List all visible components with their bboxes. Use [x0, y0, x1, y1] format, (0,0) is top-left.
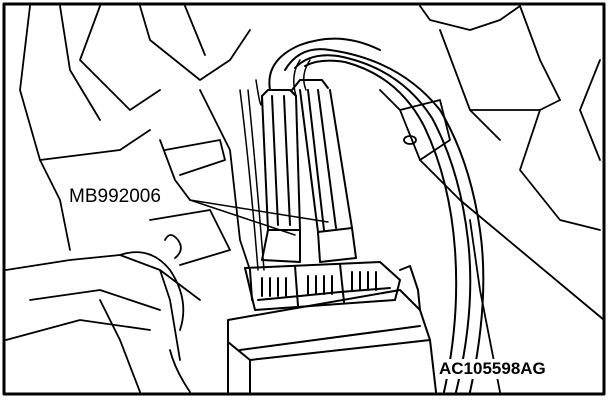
- probe-harness-right: [291, 79, 357, 263]
- ecu-housing: [227, 265, 437, 393]
- callout-label: MB992006: [68, 186, 162, 208]
- leader-to-right-probe: [189, 199, 329, 223]
- figure-border: [2, 2, 606, 396]
- wire-harness: [268, 37, 485, 393]
- leader-to-left-probe: [189, 199, 296, 236]
- callout-leaders: [189, 199, 329, 236]
- right-panel: [379, 5, 605, 393]
- probe-leads: [239, 59, 311, 271]
- background-trim: [5, 5, 251, 393]
- figure-id-label: AC105598AG: [436, 359, 549, 379]
- probe-harness-left: [261, 89, 301, 263]
- connector-block: [244, 261, 401, 311]
